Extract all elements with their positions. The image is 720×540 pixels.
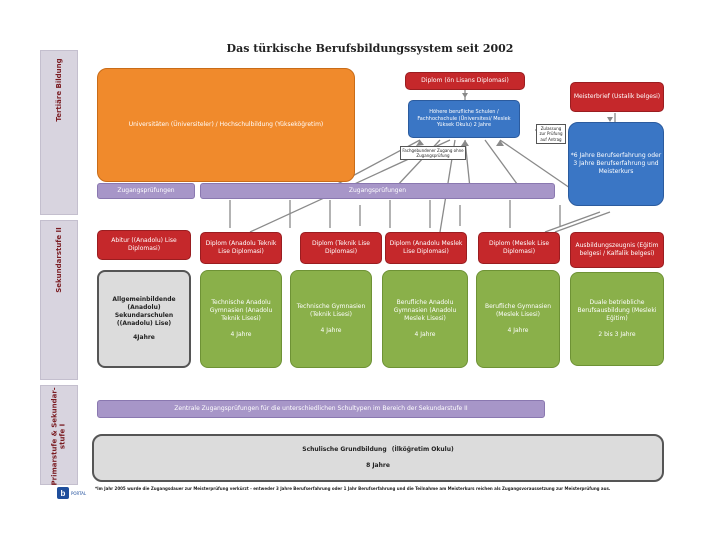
access-exam-note: Zulassung zur Prüfung auf Antrag: [536, 124, 566, 144]
logo: b PORTAL: [56, 486, 92, 500]
meister-requirements-box: *6 Jahre Berufserfahrung oder 3 Jahre Be…: [568, 122, 664, 206]
entrance-exam-bar-right: Zugangsprüfungen: [200, 183, 555, 199]
logo-text: PORTAL: [71, 491, 87, 496]
primary-years: 8 Jahre: [366, 462, 390, 469]
school-dual: Duale betriebliche Berufsausbildung (Mes…: [570, 272, 664, 366]
diploma-onlisans-box: Diplom (ön Lisans Diplomasi): [405, 72, 525, 90]
school-anadolu-teknik: Technische Anadolu Gymnasien (Anadolu Te…: [200, 270, 282, 368]
universities-box: Universitäten (Üniversiteler) / Hochschu…: [97, 68, 355, 182]
cert-anadolu-meslek: Diplom (Anadolu Meslek Lise Diplomasi): [385, 232, 467, 264]
cert-anadolu-teknik: Diplom (Anadolu Teknik Lise Diplomasi): [200, 232, 282, 264]
sidebar-band-tertiary: [40, 50, 78, 215]
primary-subtitle: (İlköğretim Okulu): [391, 445, 454, 453]
school-teknik: Technische Gymnasien (Teknik Lisesi) 4 J…: [290, 270, 372, 368]
primary-education-box: Schulische Grundbildung (İlköğretim Okul…: [92, 434, 664, 482]
school-general: Allgemeinbildende (Anadolu) Sekundarschu…: [97, 270, 191, 368]
page-title: Das türkische Berufsbildungssystem seit …: [226, 42, 514, 55]
central-exams-bar: Zentrale Zugangsprüfungen für die unters…: [97, 400, 545, 418]
cert-teknik: Diplom (Teknik Lise Diplomasi): [300, 232, 382, 264]
meisterbrief-box: Meisterbrief (Ustalik belgesi): [570, 82, 664, 112]
school-anadolu-meslek: Berufliche Anadolu Gymnasien (Anadolu Me…: [382, 270, 468, 368]
school-meslek: Berufliche Gymnasien (Meslek Lisesi) 4 J…: [476, 270, 560, 368]
sidebar-band-secondary: [40, 220, 78, 380]
direct-access-note: Fachgebundener Zugang ohne Zugangsprüfun…: [400, 146, 466, 160]
logo-icon: b: [57, 487, 69, 499]
footnote: *Im Jahr 2005 wurde die Zugangsdauer zur…: [95, 486, 611, 491]
higher-vocational-box: Höhere berufliche Schulen / Fachhochschu…: [408, 100, 520, 138]
primary-title: Schulische Grundbildung: [302, 445, 387, 453]
entrance-exam-bar-left: Zugangsprüfungen: [97, 183, 195, 199]
cert-ausbildung: Ausbildungszeugnis (Eğitim belgesi / Kal…: [570, 232, 664, 268]
cert-abitur: Abitur ((Anadolu) Lise Diplomasi): [97, 230, 191, 260]
universities-label: Universitäten (Üniversiteler) / Hochschu…: [128, 120, 324, 128]
svg-text:b: b: [61, 489, 66, 498]
cert-meslek: Diplom (Meslek Lise Diplomasi): [478, 232, 560, 264]
sidebar-band-primary: [40, 385, 78, 485]
